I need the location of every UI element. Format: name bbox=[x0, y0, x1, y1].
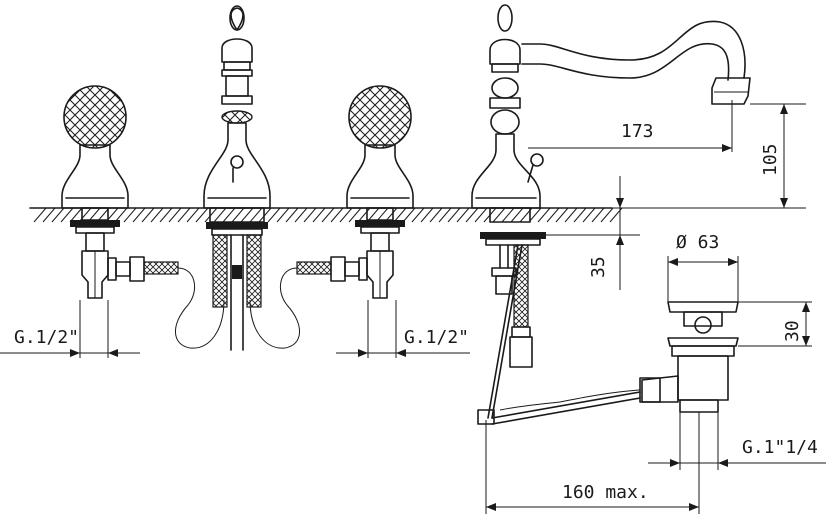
hatch-line bbox=[501, 207, 515, 223]
hatch-line bbox=[213, 207, 227, 223]
hatch-line bbox=[141, 207, 155, 223]
hatch-line bbox=[420, 207, 434, 223]
hatch-line bbox=[528, 207, 542, 223]
hatch-line bbox=[132, 207, 146, 223]
left-handle-valve bbox=[61, 85, 225, 349]
waste-diameter-label: Ø 63 bbox=[676, 232, 719, 253]
hatch-line bbox=[69, 207, 83, 223]
hatch-line bbox=[564, 207, 578, 223]
hatch-line bbox=[339, 207, 353, 223]
hatch-line bbox=[186, 207, 200, 223]
deck-surface bbox=[29, 207, 623, 223]
spout-height-label: 105 bbox=[760, 143, 781, 176]
inlet-left-label: G.1/2" bbox=[14, 327, 79, 348]
dimension-waste-diameter: Ø 63 bbox=[667, 232, 739, 302]
hatch-line bbox=[465, 207, 479, 223]
hatch-line bbox=[582, 207, 596, 223]
dimension-spout-reach: 173 bbox=[528, 100, 733, 152]
hatch-line bbox=[303, 207, 317, 223]
dimension-waste-thread: G.1"1/4 bbox=[648, 412, 826, 470]
hatch-line bbox=[402, 207, 416, 223]
hatch-line bbox=[429, 207, 443, 223]
waste-reach-label: 160 max. bbox=[562, 482, 649, 503]
hatch-line bbox=[348, 207, 362, 223]
hatch-line bbox=[312, 207, 326, 223]
hatch-line bbox=[159, 207, 173, 223]
hatch-line bbox=[537, 207, 551, 223]
hatch-line bbox=[240, 207, 254, 223]
swan-neck-spout-icon bbox=[471, 4, 751, 419]
hatch-line bbox=[555, 207, 569, 223]
spout-reach-label: 173 bbox=[621, 121, 654, 142]
hatch-line bbox=[267, 207, 281, 223]
hatch-line bbox=[438, 207, 452, 223]
hatch-line bbox=[231, 207, 245, 223]
hatch-line bbox=[42, 207, 56, 223]
waste-thread-label: G.1"1/4 bbox=[742, 437, 818, 458]
hatch-line bbox=[294, 207, 308, 223]
right-handle-valve bbox=[249, 85, 414, 349]
centre-spout-front bbox=[203, 5, 271, 351]
hatch-line bbox=[573, 207, 587, 223]
hatch-line bbox=[276, 207, 290, 223]
dimension-deck-thickness: 35 bbox=[546, 176, 640, 290]
hatch-line bbox=[330, 207, 344, 223]
hatch-line bbox=[474, 207, 488, 223]
hatch-line bbox=[591, 207, 605, 223]
hatch-line bbox=[546, 207, 560, 223]
hatch-line bbox=[168, 207, 182, 223]
hatch-line bbox=[204, 207, 218, 223]
hatch-line bbox=[600, 207, 614, 223]
crystal-ball-handle-icon bbox=[63, 85, 127, 149]
hatch-line bbox=[456, 207, 470, 223]
hatch-line bbox=[60, 207, 74, 223]
hatch-line bbox=[285, 207, 299, 223]
hatch-line bbox=[492, 207, 506, 223]
hatch-line bbox=[78, 207, 92, 223]
deck-thickness-label: 35 bbox=[588, 256, 609, 278]
hatch-line bbox=[123, 207, 137, 223]
hatch-line bbox=[150, 207, 164, 223]
inlet-right-label: G.1/2" bbox=[404, 327, 469, 348]
hatch-line bbox=[177, 207, 191, 223]
hatch-line bbox=[114, 207, 128, 223]
hatch-line bbox=[33, 207, 47, 223]
dimension-spout-height: 105 bbox=[612, 103, 806, 209]
dimension-waste-height: 30 bbox=[738, 301, 812, 347]
hatch-line bbox=[411, 207, 425, 223]
hatch-line bbox=[321, 207, 335, 223]
hatch-line bbox=[249, 207, 263, 223]
hatch-line bbox=[393, 207, 407, 223]
hatch-line bbox=[258, 207, 272, 223]
hatch-line bbox=[51, 207, 65, 223]
deck-hatching bbox=[33, 207, 623, 223]
pop-up-waste-icon bbox=[477, 301, 739, 425]
dimension-inlet-left: G.1/2" bbox=[0, 300, 140, 358]
waste-height-label: 30 bbox=[782, 320, 803, 342]
dimension-waste-reach: 160 max. bbox=[485, 412, 700, 514]
hatch-line bbox=[510, 207, 524, 223]
hatch-line bbox=[357, 207, 371, 223]
dimension-inlet-right: G.1/2" bbox=[336, 300, 470, 358]
hatch-line bbox=[447, 207, 461, 223]
hatch-line bbox=[195, 207, 209, 223]
hatch-line bbox=[222, 207, 236, 223]
crystal-ball-handle-icon-right bbox=[348, 85, 412, 149]
